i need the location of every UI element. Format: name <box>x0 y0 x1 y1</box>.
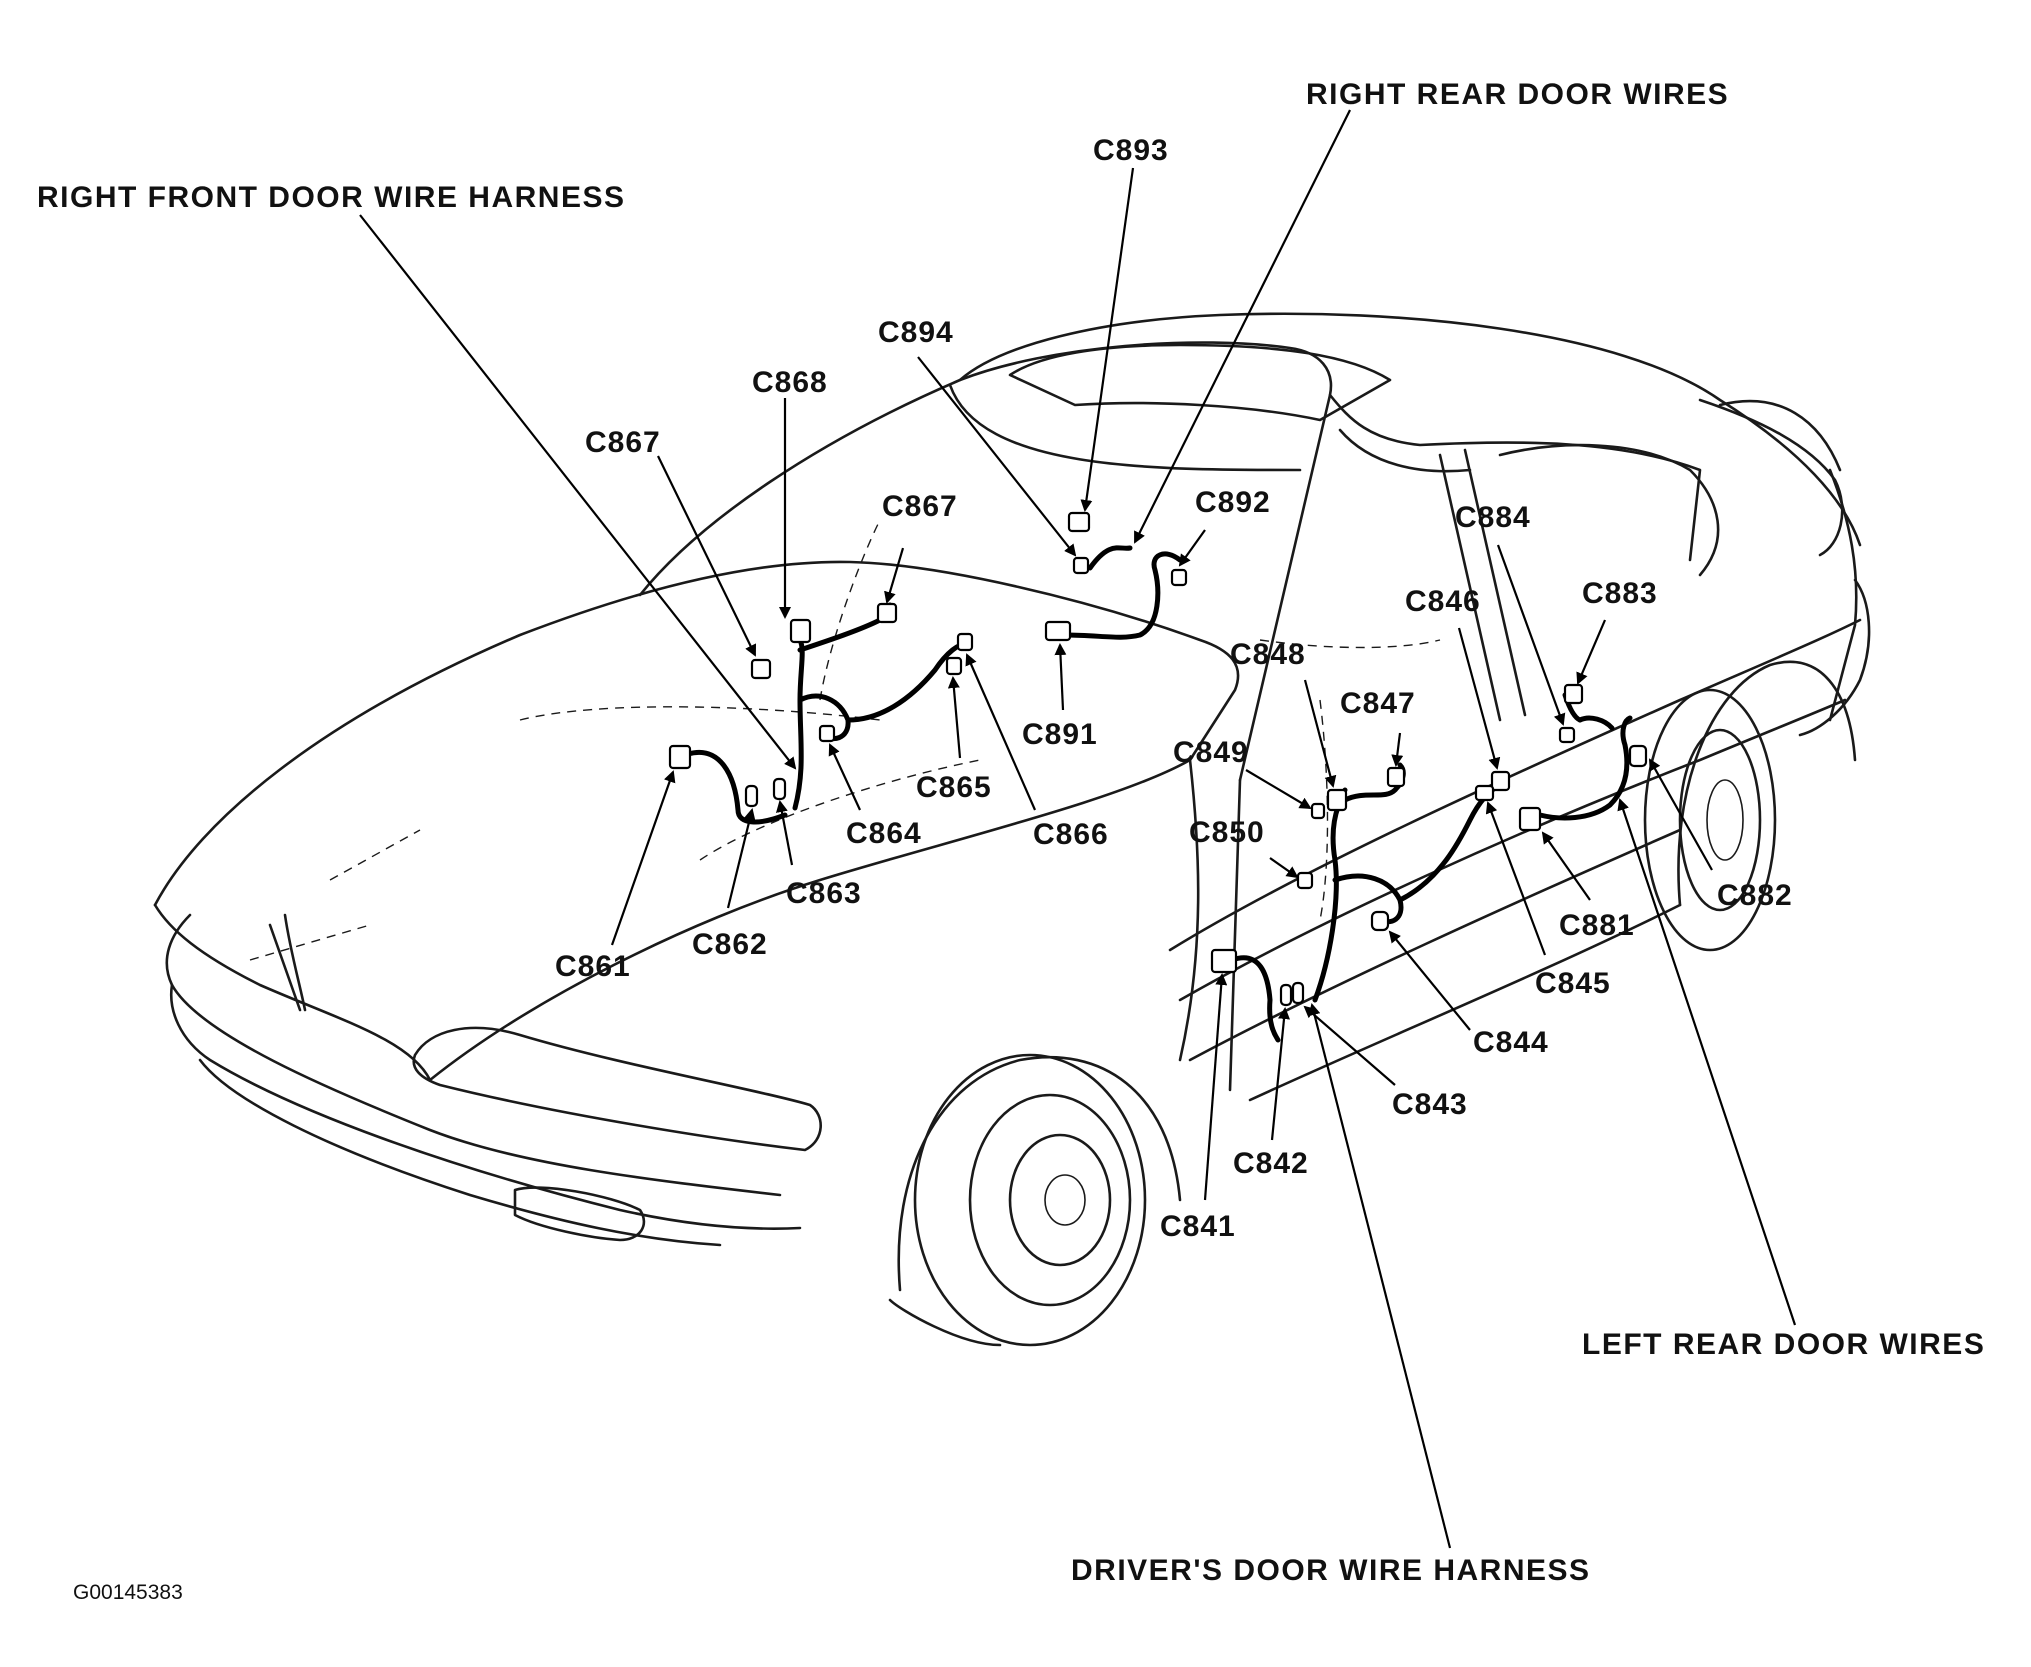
label-c846: C846 <box>1405 585 1481 618</box>
fog-light <box>513 1186 646 1242</box>
front-wheel-arch <box>897 1055 1182 1292</box>
label-c883: C883 <box>1582 577 1658 610</box>
label-c881: C881 <box>1559 909 1635 942</box>
connector-c865-body <box>945 656 963 676</box>
roof <box>958 312 1862 547</box>
connector-c843-body <box>1291 981 1305 1005</box>
connector-c846-body <box>1490 770 1511 792</box>
caption-right-rear-wires: RIGHT REAR DOOR WIRES <box>1306 78 1729 111</box>
label-c893: C893 <box>1093 134 1169 167</box>
right-front-harness-wire <box>685 749 788 825</box>
right-rear-door-wire <box>1062 551 1183 640</box>
connector-c867a-body <box>750 658 772 680</box>
drivers-door-harness-wire <box>1229 955 1281 1043</box>
label-c841: C841 <box>1160 1210 1236 1243</box>
connector-c891-body <box>1044 620 1072 642</box>
rear-wheel-arch <box>1677 660 1857 907</box>
connector-bodies <box>668 511 1648 1007</box>
label-c892: C892 <box>1195 486 1271 519</box>
label-c842: C842 <box>1233 1147 1309 1180</box>
label-c868: C868 <box>752 366 828 399</box>
connector-c844-body <box>1370 910 1390 932</box>
label-c861: C861 <box>555 950 631 983</box>
label-c849: C849 <box>1173 736 1249 769</box>
label-c847: C847 <box>1340 687 1416 720</box>
rear-wheel <box>1643 688 1777 952</box>
label-c863: C863 <box>786 877 862 910</box>
caption-left-rear-wires: LEFT REAR DOOR WIRES <box>1582 1328 1985 1361</box>
label-c848: C848 <box>1230 638 1306 671</box>
connector-c848-body <box>1326 788 1348 812</box>
leader-lines <box>359 109 1797 1549</box>
label-c866: C866 <box>1033 818 1109 851</box>
connector-c866-body <box>956 632 974 652</box>
label-c882: C882 <box>1717 879 1793 912</box>
connector-c881-body <box>1518 806 1542 832</box>
label-c850: C850 <box>1189 816 1265 849</box>
hood-outline <box>153 560 1240 1082</box>
label-c884: C884 <box>1455 501 1531 534</box>
connector-c845-body <box>1474 784 1495 802</box>
connector-c847-body <box>1386 766 1406 788</box>
connector-c841-body <box>1210 948 1238 974</box>
connector-c868-body <box>789 618 812 644</box>
connector-c864-body <box>818 724 836 743</box>
label-c891: C891 <box>1022 718 1098 751</box>
connector-c894-body <box>1072 556 1090 575</box>
connector-c883-body <box>1563 683 1584 705</box>
connector-c882-body <box>1628 744 1648 768</box>
label-c894: C894 <box>878 316 954 349</box>
front-bumper <box>165 913 782 1197</box>
front-wheel <box>913 1053 1147 1347</box>
connector-c893-body <box>1067 511 1091 533</box>
connector-c867b-body <box>876 602 898 624</box>
label-c844: C844 <box>1473 1026 1549 1059</box>
label-c864: C864 <box>846 817 922 850</box>
sunroof <box>1008 343 1392 422</box>
label-c867-right: C867 <box>882 490 958 523</box>
connector-c850-body <box>1296 871 1314 890</box>
connector-labels: C893 C894 C892 C891 C868 C867 C867 C861 … <box>555 134 1793 1243</box>
caption-drivers-harness: DRIVER'S DOOR WIRE HARNESS <box>1071 1554 1591 1587</box>
label-c867-left: C867 <box>585 426 661 459</box>
label-c845: C845 <box>1535 967 1611 1000</box>
label-c862: C862 <box>692 928 768 961</box>
headlight <box>412 1026 822 1152</box>
car-drawing <box>153 312 1871 1347</box>
left-rear-door-wire <box>1537 715 1633 821</box>
label-c843: C843 <box>1392 1088 1468 1121</box>
side-shoulder <box>1168 618 1862 952</box>
connector-c892-body <box>1170 568 1188 587</box>
label-c865: C865 <box>916 771 992 804</box>
connector-c863-body <box>772 777 787 801</box>
figure-id: G00145383 <box>73 1581 183 1604</box>
interior-dashline <box>519 706 881 721</box>
rear-window <box>1498 443 1720 577</box>
connector-c849-body <box>1310 802 1326 820</box>
b-pillar <box>1438 448 1527 722</box>
caption-right-front-harness: RIGHT FRONT DOOR WIRE HARNESS <box>37 181 626 214</box>
connector-c884-body <box>1558 726 1576 744</box>
connector-c862-body <box>744 784 759 808</box>
connector-c861-body <box>668 744 692 770</box>
connector-c842-body <box>1279 983 1293 1007</box>
captions: RIGHT FRONT DOOR WIRE HARNESS RIGHT REAR… <box>37 78 1985 1587</box>
